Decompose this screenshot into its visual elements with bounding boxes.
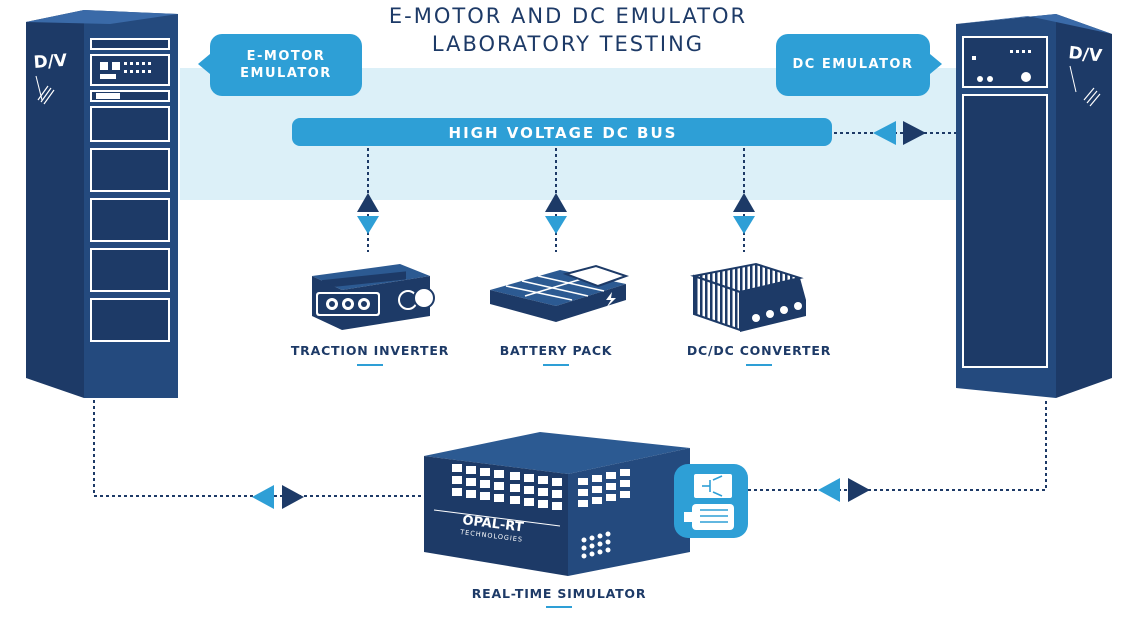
simulator-to-e-motor-emulator-link [93, 400, 424, 509]
traction-inverter-icon [312, 264, 435, 330]
bus-drop-battery-pack [545, 148, 567, 252]
dc-emulator-callout [776, 34, 942, 96]
dc-dc-converter-icon [690, 262, 806, 332]
title-line-2: LABORATORY TESTING [431, 32, 705, 56]
dc-dc-converter-label: DC/DC CONVERTER [686, 343, 832, 358]
battery-pack-underline [543, 364, 569, 366]
right-cabinet: D/V [956, 14, 1112, 398]
right-cabinet-logo-icon: D/V [1067, 43, 1104, 107]
arrow-right-icon [848, 478, 870, 502]
real-time-simulator-underline [546, 606, 572, 608]
battery-pack-icon [490, 264, 630, 322]
left-cabinet: D/V [26, 10, 178, 398]
e-motor-emulator-label: E-MOTOR EMULATOR [210, 48, 362, 82]
battery-pack-label: BATTERY PACK [499, 343, 613, 358]
simulator-to-dc-emulator-link [748, 400, 1047, 502]
arrow-up-icon [545, 193, 567, 212]
arrow-right-icon [903, 121, 926, 145]
arrow-up-icon [357, 193, 379, 212]
arrow-left-icon [252, 485, 274, 509]
traction-inverter-underline [357, 364, 383, 366]
high-voltage-dc-bus-label: HIGH VOLTAGE DC BUS [448, 124, 678, 142]
svg-text:D/V: D/V [33, 51, 69, 73]
bus-to-dc-emulator-link [834, 121, 956, 145]
left-cabinet-logo-icon: D/V [33, 51, 69, 105]
arrow-down-icon [545, 216, 567, 234]
traction-inverter-label: TRACTION INVERTER [290, 343, 450, 358]
e-motor-emulator-label-line-2: EMULATOR [240, 66, 332, 81]
bus-drop-dc-dc-converter [733, 148, 755, 252]
diagram-title: E-MOTOR AND DC EMULATOR LABORATORY TESTI… [318, 2, 818, 58]
arrow-left-icon [818, 478, 840, 502]
high-voltage-dc-bus [292, 118, 832, 146]
svg-text:D/V: D/V [1067, 43, 1103, 66]
dc-dc-converter-underline [746, 364, 772, 366]
electric-motor-icon [684, 504, 734, 530]
arrow-down-icon [733, 216, 755, 234]
real-time-simulator-label: REAL-TIME SIMULATOR [471, 586, 647, 601]
opal-rt-brand-name: OPAL-RT [462, 513, 525, 535]
e-motor-emulator-callout [198, 34, 362, 96]
title-line-1: E-MOTOR AND DC EMULATOR [388, 4, 748, 28]
arrow-left-icon [873, 121, 896, 145]
arrow-right-icon [282, 485, 304, 509]
arrow-up-icon [733, 193, 755, 212]
motor-drive-badge [674, 464, 748, 538]
bus-drop-traction-inverter [357, 148, 379, 252]
e-motor-emulator-label-line-1: E-MOTOR [246, 49, 326, 64]
dc-emulator-label: DC EMULATOR [792, 57, 914, 72]
real-time-simulator-icon [424, 432, 690, 576]
arrow-down-icon [357, 216, 379, 234]
